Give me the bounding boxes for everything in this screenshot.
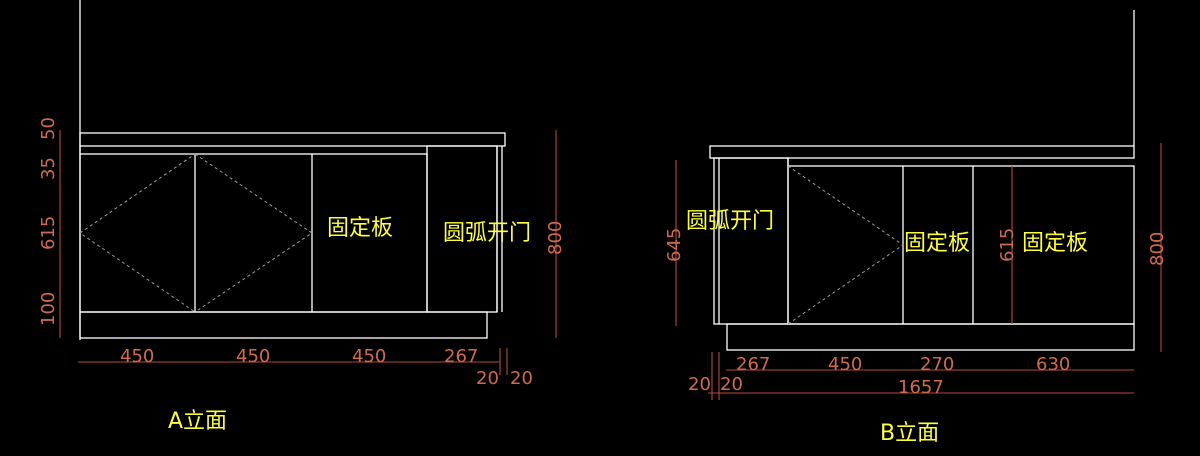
plinth-b xyxy=(726,323,1135,351)
plinth-a xyxy=(79,311,488,339)
dim-b-645: 645 xyxy=(664,228,685,262)
countertop-a xyxy=(79,132,506,147)
title-elevation-b: B立面 xyxy=(880,421,939,446)
dim-a-800: 800 xyxy=(545,221,566,255)
elevation-a: 50 35 615 100 450 450 450 267 20 20 800 … xyxy=(38,0,566,434)
dim-a-450-1: 450 xyxy=(120,346,154,367)
dim-b-800: 800 xyxy=(1147,232,1168,266)
dim-b-270: 270 xyxy=(920,354,954,375)
label-fixed-panel-b1: 固定板 xyxy=(904,231,970,256)
dim-a-50: 50 xyxy=(38,117,59,140)
door-swing-1 xyxy=(79,153,196,313)
arc-door-b xyxy=(713,157,789,325)
dim-b-20-1: 20 xyxy=(688,374,711,395)
dim-b-267: 267 xyxy=(736,354,770,375)
dim-b-20-2: 20 xyxy=(720,374,743,395)
dim-a-615: 615 xyxy=(38,216,59,250)
label-fixed-panel-a: 固定板 xyxy=(327,216,393,241)
elevation-b: 645 615 800 267 450 270 630 20 20 1657 圆… xyxy=(664,10,1168,446)
dim-b-630: 630 xyxy=(1036,354,1070,375)
label-arc-door-a: 圆弧开门 xyxy=(443,221,531,246)
dim-a-450-3: 450 xyxy=(352,346,386,367)
dim-a-450-2: 450 xyxy=(236,346,270,367)
dim-a-20-1: 20 xyxy=(476,368,499,389)
dim-a-100: 100 xyxy=(38,292,59,326)
dim-b-1657: 1657 xyxy=(898,377,944,398)
dim-a-20-2: 20 xyxy=(510,368,533,389)
dim-b-615: 615 xyxy=(997,228,1018,262)
dim-a-35: 35 xyxy=(38,157,59,180)
door-swing-2 xyxy=(194,153,313,313)
dim-b-450: 450 xyxy=(828,354,862,375)
label-fixed-panel-b2: 固定板 xyxy=(1022,231,1088,256)
countertop-b xyxy=(709,145,1135,159)
title-elevation-a: A立面 xyxy=(168,409,227,434)
door-swing-b xyxy=(787,165,904,325)
label-arc-door-b: 圆弧开门 xyxy=(686,209,774,234)
dim-a-267: 267 xyxy=(444,346,478,367)
